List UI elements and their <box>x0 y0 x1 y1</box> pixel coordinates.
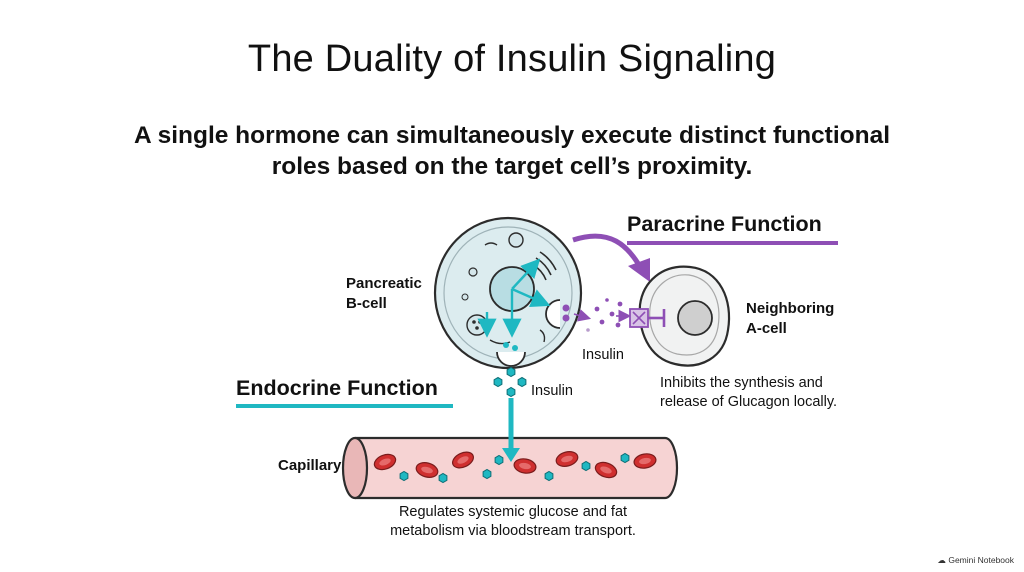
red-blood-cell-icon <box>633 453 657 469</box>
red-blood-cell-icon <box>452 451 474 469</box>
insulin-paracrine-label: Insulin <box>582 347 624 363</box>
red-blood-cell-icon <box>594 461 618 479</box>
vesicle-cluster-icon <box>466 314 488 336</box>
endocrine-arrowhead-icon <box>502 448 520 462</box>
endocrine-note: Regulates systemic glucose and fat metab… <box>390 504 636 539</box>
subtitle-line-1: A single hormone can simultaneously exec… <box>133 122 891 149</box>
insulin-hexagon-icon <box>438 472 448 484</box>
insulin-hexagon-icon <box>494 454 504 466</box>
insulin-hexagon-icon <box>620 452 630 464</box>
paracrine-note: Inhibits the synthesis and release of Gl… <box>660 375 838 410</box>
pancreatic-b-cell <box>433 216 583 370</box>
b-cell-label: Pancreatic B-cell <box>346 275 422 312</box>
red-blood-cell-icon <box>555 451 579 467</box>
insulin-hexagon-icon <box>506 386 516 398</box>
insulin-hexagon-icon <box>399 470 409 482</box>
insulin-hexagon-icon <box>581 460 591 472</box>
notebook-logo-icon: ☁ <box>937 555 946 565</box>
insulin-hexagon-icon <box>544 470 554 482</box>
red-blood-cell-icon <box>513 458 537 474</box>
insulin-endocrine-label: Insulin <box>531 383 573 399</box>
paracrine-heading: Paracrine Function <box>627 212 822 236</box>
a-cell-label: Neighboring A-cell <box>746 300 835 337</box>
endocrine-heading: Endocrine Function <box>236 376 438 400</box>
insulin-hexagons <box>399 366 630 484</box>
paracrine-underline <box>627 241 838 245</box>
capillary-vessel <box>341 436 679 500</box>
insulin-hexagon-icon <box>493 376 503 388</box>
insulin-hexagon-icon <box>517 376 527 388</box>
page-subtitle: A single hormone can simultaneously exec… <box>92 120 932 182</box>
insulin-hexagon-icon <box>506 366 516 378</box>
capillary-label: Capillary <box>278 457 342 474</box>
red-blood-cell-icon <box>373 453 397 471</box>
page-title: The Duality of Insulin Signaling <box>247 38 777 80</box>
subtitle-line-2: roles based on the target cell’s proximi… <box>271 153 753 180</box>
neighboring-a-cell <box>629 265 731 367</box>
red-blood-cell-icon <box>415 462 439 478</box>
insulin-hexagon-icon <box>482 468 492 480</box>
footer-brand: ☁ Gemini Notebook <box>937 555 1014 565</box>
paracrine-insulin-particles <box>586 298 623 332</box>
red-blood-cells <box>373 451 657 479</box>
endocrine-underline <box>236 404 453 408</box>
